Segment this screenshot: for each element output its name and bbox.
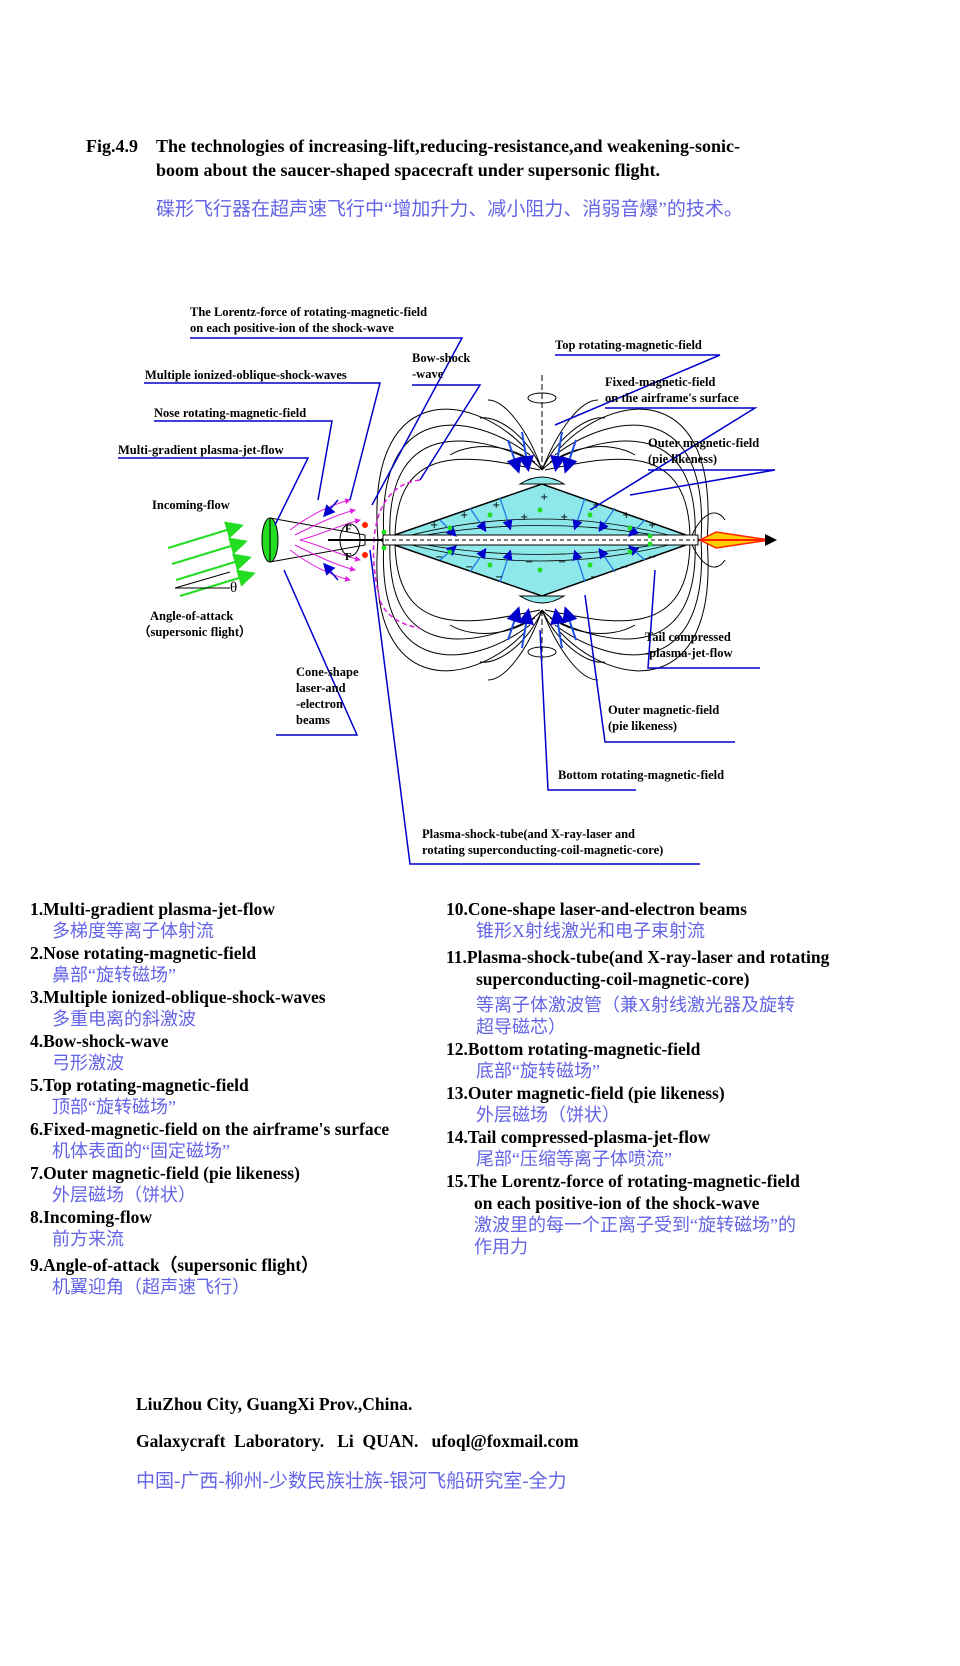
force-label-bottom: F [345, 551, 352, 563]
label-bow-2: -wave [412, 367, 444, 381]
svg-text:−: − [590, 572, 598, 583]
label-lorentz-1: The Lorentz-force of rotating-magnetic-f… [190, 305, 427, 319]
bow-shock [372, 479, 421, 629]
force-label-top: F [345, 523, 352, 535]
svg-text:−: − [495, 572, 503, 583]
figure-label: Fig.4.9 [86, 136, 138, 156]
svg-text:+: + [560, 512, 568, 523]
label-outer-bot-2: (pie likeness) [608, 719, 677, 733]
label-lorentz-2: on each positive-ion of the shock-wave [190, 321, 394, 335]
label-outer-bot-1: Outer magnetic-field [608, 703, 719, 717]
label-fixed-2: on the airframe's surface [605, 391, 739, 405]
label-tail-1: Tail compressed [645, 630, 731, 644]
label-outer-top-2: (pie likeness) [648, 452, 717, 466]
svg-text:−: − [435, 552, 443, 563]
label-cone-3: -electron [296, 697, 343, 711]
label-nose-field: Nose rotating-magnetic-field [154, 406, 306, 420]
label-tail-2: -plasma-jet-flow [645, 646, 732, 660]
svg-text:−: − [465, 562, 473, 573]
svg-text:+: + [430, 520, 438, 531]
legend-item-11: 11.Plasma-shock-tube(and X-ray-laser and… [446, 947, 830, 1037]
label-fixed-1: Fixed-magnetic-field [605, 375, 715, 389]
svg-text:+: + [648, 520, 656, 531]
label-cone-1: Cone-shape [296, 665, 359, 679]
label-bow-1: Bow-shock [412, 351, 470, 365]
label-aoa-1: Angle-of-attack [150, 609, 233, 623]
label-cone-2: laser-and [296, 681, 346, 695]
title-line-2: boom about the saucer-shaped spacecraft … [156, 160, 661, 180]
label-cone-4: beams [296, 713, 330, 727]
label-multiple-shock: Multiple ionized-oblique-shock-waves [145, 368, 347, 382]
svg-text:+: + [540, 492, 548, 503]
callout-lines [118, 337, 776, 865]
label-incoming: Incoming-flow [152, 498, 230, 512]
label-bottom-field: Bottom rotating-magnetic-field [558, 768, 724, 782]
svg-text:−: − [558, 557, 566, 568]
title-chinese: 碟形飞行器在超声速飞行中“增加升力、减小阻力、消弱音爆”的技术。 [156, 199, 743, 220]
legend-item-7: 7.Outer magnetic-field (pie likeness)外层磁… [30, 1163, 300, 1205]
svg-text:+: + [520, 512, 528, 523]
label-plasma-jet: Multi-gradient plasma-jet-flow [118, 443, 284, 457]
svg-text:−: − [620, 562, 628, 573]
svg-text:−: − [648, 552, 656, 563]
svg-text:+: + [460, 510, 468, 521]
legend-item-9: 9.Angle-of-attack（supersonic flight）机翼迎角… [30, 1255, 319, 1297]
title-line-1: The technologies of increasing-lift,redu… [156, 136, 740, 156]
bottom-dome [518, 595, 566, 604]
svg-text:+: + [622, 510, 630, 521]
label-aoa-2: （supersonic flight） [138, 624, 252, 639]
label-outer-top-1: Outer magnetic-field [648, 436, 759, 450]
nose-region [261, 498, 383, 582]
label-tube-2: rotating superconducting-coil-magnetic-c… [422, 843, 663, 857]
svg-text:+: + [492, 500, 500, 511]
svg-text:−: − [525, 557, 533, 568]
legend-item-13: 13.Outer magnetic-field (pie likeness)外层… [446, 1083, 725, 1125]
legend-item-15: 15.The Lorentz-force of rotating-magneti… [446, 1171, 800, 1257]
saucer-diagram: +++ +++ +++ −−− −−− −− [118, 305, 777, 865]
top-dome [518, 476, 566, 485]
legend-item-6: 6.Fixed-magnetic-field on the airframe's… [30, 1119, 390, 1161]
footer-chinese: 中国-广西-柳州-少数民族壮族-银河飞船研究室-全力 [136, 1471, 567, 1492]
incoming-flow-arrows [167, 521, 256, 597]
footer-location: LiuZhou City, GuangXi Prov.,China. [136, 1394, 413, 1414]
label-top-field: Top rotating-magnetic-field [555, 338, 702, 352]
theta-symbol: θ [230, 580, 237, 596]
label-tube-1: Plasma-shock-tube(and X-ray-laser and [422, 827, 635, 841]
footer-lab: Galaxycraft Laboratory. Li QUAN. ufoql@f… [136, 1431, 579, 1451]
outer-field-lines [376, 399, 726, 681]
